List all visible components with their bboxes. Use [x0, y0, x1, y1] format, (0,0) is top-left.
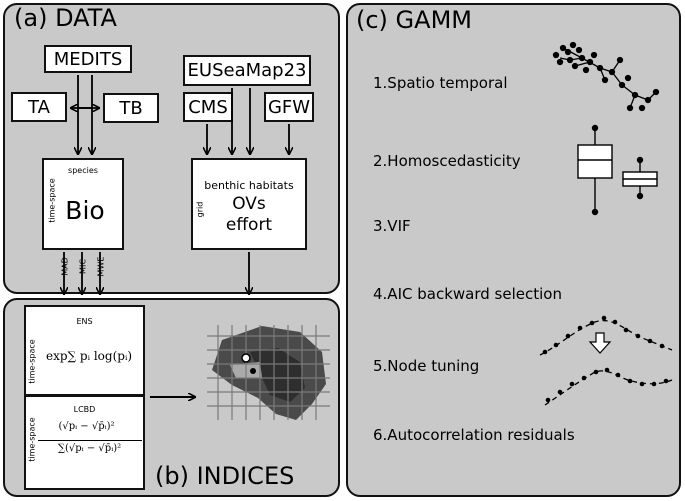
- env-effort-label: effort: [225, 215, 273, 235]
- panel-a-title: (a) DATA: [14, 4, 117, 32]
- ens-formula: exp∑ pᵢ log(pᵢ): [46, 349, 133, 363]
- panel-a-arrows: [64, 75, 289, 294]
- env-top-label: benthic habitats: [204, 179, 294, 192]
- lcbd-box: LCBD time-space (√pᵢ − √p̄ᵢ)² ∑(√pᵢ − √p…: [24, 395, 145, 490]
- boxplot-icon: [577, 124, 658, 216]
- step-3: 3.VIF: [373, 217, 411, 235]
- bio-top-label: species: [68, 166, 98, 175]
- ta-box: TA: [11, 92, 67, 122]
- euseamap-box: EUSeaMap23: [183, 55, 311, 86]
- panel-c-title: (c) GAMM: [356, 6, 472, 34]
- step-4: 4.AIC backward selection: [373, 285, 562, 303]
- node-tuning-icon: [539, 315, 673, 406]
- medits-box: MEDITS: [44, 45, 132, 73]
- medits-label: MEDITS: [53, 49, 123, 70]
- step-6: 6.Autocorrelation residuals: [373, 426, 575, 444]
- bio-main-label: Bio: [65, 196, 105, 225]
- bio-box: species time-space Bio: [42, 158, 124, 250]
- network-icon: [552, 41, 660, 112]
- lcbd-label: LCBD: [73, 405, 96, 414]
- lcbd-denominator: ∑(√pᵢ − √p̄ᵢ)²: [57, 443, 122, 454]
- tb-label: TB: [119, 98, 143, 119]
- lcbd-fraction-bar: [38, 440, 142, 441]
- panel-b-title: (b) INDICES: [155, 462, 295, 490]
- euseamap-label: EUSeaMap23: [187, 60, 307, 81]
- lcbd-numerator: (√pᵢ − √p̄ᵢ)²: [58, 421, 115, 432]
- gfw-label: GFW: [267, 97, 311, 118]
- env-box: benthic habitats grid OVs effort: [191, 158, 307, 250]
- env-ovs-label: OVs: [232, 194, 266, 214]
- grid-map-icon: [207, 325, 330, 420]
- cms-box: CMS: [183, 92, 233, 122]
- step-5: 5.Node tuning: [373, 357, 480, 375]
- gfw-box: GFW: [264, 92, 314, 122]
- cms-label: CMS: [188, 97, 228, 118]
- ens-label: ENS: [76, 317, 93, 326]
- ens-box: ENS time-space exp∑ pᵢ log(pᵢ): [24, 305, 145, 396]
- step-1: 1.Spatio temporal: [373, 74, 508, 92]
- panel-gamm: [346, 3, 681, 497]
- ta-label: TA: [28, 97, 50, 118]
- tb-box: TB: [103, 93, 159, 123]
- step-2: 2.Homoscedasticity: [373, 152, 521, 170]
